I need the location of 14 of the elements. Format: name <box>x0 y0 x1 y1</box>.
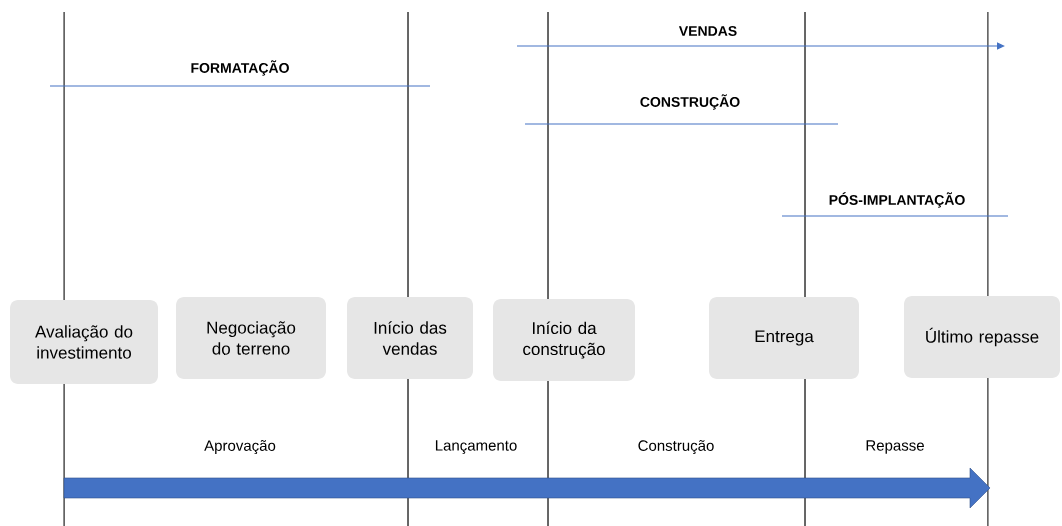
milestone-box: Entrega <box>709 297 859 379</box>
phase-label: CONSTRUÇÃO <box>640 94 740 110</box>
stage-label: Lançamento <box>432 438 520 456</box>
stage-label: Repasse <box>863 438 927 456</box>
phase-label: PÓS-IMPLANTAÇÃO <box>829 192 965 208</box>
milestone-box: Início das vendas <box>347 297 473 379</box>
phase-label: FORMATAÇÃO <box>191 60 289 76</box>
milestone-box: Início da construção <box>493 299 635 381</box>
milestone-box: Último repasse <box>904 296 1060 378</box>
phase-label: VENDAS <box>678 26 737 36</box>
stage-label: Construção <box>635 438 717 456</box>
milestone-box: Negociação do terreno <box>176 297 326 379</box>
stage-label: Aprovação <box>202 438 278 456</box>
milestone-box: Avaliação do investimento <box>10 300 158 384</box>
